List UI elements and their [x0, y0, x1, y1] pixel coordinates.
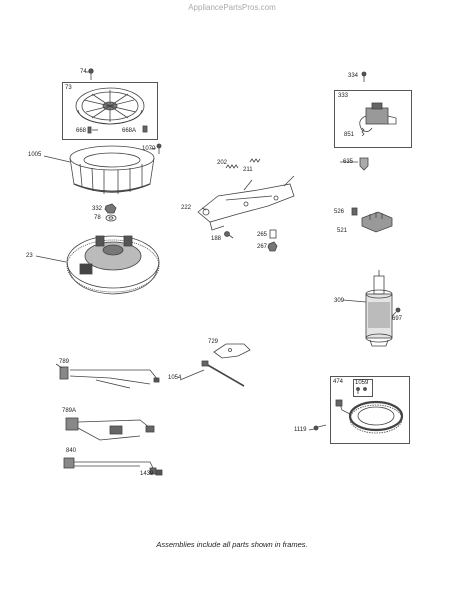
part-label-265: 265 [257, 232, 268, 238]
clip-668-icon [87, 126, 92, 134]
frame-1059 [353, 379, 373, 397]
connector-526-icon [351, 207, 358, 216]
part-label-1119: 1119 [294, 427, 307, 433]
part-label-1059: 1059 [355, 380, 369, 386]
part-label-188: 188 [211, 236, 222, 242]
fan-1005-icon [69, 145, 155, 194]
bracket-222-icon [197, 175, 295, 231]
frame-333 [334, 90, 412, 148]
part-label-521: 521 [337, 228, 348, 234]
leader-1054-icon [179, 369, 205, 381]
flywheel-23-icon [66, 235, 160, 295]
nut-267-icon [267, 241, 278, 252]
fitting-635-icon [359, 157, 369, 171]
part-label-332: 332 [92, 206, 103, 212]
screw-334-icon [361, 71, 367, 82]
frame-474 [330, 376, 410, 444]
part-label-789: 789 [59, 359, 70, 365]
part-label-1070: 1070 [142, 146, 156, 152]
wire-840-icon [63, 457, 157, 475]
screw-1070-icon [156, 143, 162, 154]
part-label-309: 309 [334, 298, 345, 304]
leader-1070-icon [150, 147, 157, 150]
part-label-202: 202 [217, 160, 228, 166]
screw-188-icon [224, 231, 234, 239]
part-label-851: 851 [344, 132, 355, 138]
leader-1005-icon [43, 155, 71, 163]
part-label-668: 668 [76, 128, 87, 134]
part-label-333: 333 [338, 93, 349, 99]
part-label-697: 697 [392, 316, 403, 322]
part-label-635: 635 [343, 159, 354, 165]
washer-78-icon [105, 214, 117, 222]
switch-333-icon [359, 102, 397, 132]
part-label-729: 729 [208, 339, 219, 345]
cable-tie-1054-icon [201, 360, 245, 387]
leader-1119-icon [308, 428, 315, 431]
plate-729-icon [213, 343, 251, 359]
nut-332-icon [104, 203, 117, 214]
part-label-840: 840 [66, 448, 77, 454]
clip-668A-icon [142, 125, 148, 133]
part-label-1054: 1054 [168, 375, 182, 381]
part-label-78: 78 [94, 215, 101, 221]
watermark: AppliancePartsPros.com [188, 3, 276, 12]
stator-474-icon [335, 399, 404, 434]
part-label-334: 334 [348, 73, 359, 79]
screw-1119-icon [313, 424, 327, 431]
part-label-789A: 789A [62, 408, 77, 414]
part-label-1005: 1005 [28, 152, 42, 158]
part-label-211: 211 [243, 167, 253, 173]
screw-1059-icon [356, 387, 367, 394]
part-label-526: 526 [334, 209, 345, 215]
part-label-474: 474 [333, 379, 344, 385]
screw-697-icon [391, 307, 401, 317]
leader-23-icon [35, 255, 67, 263]
part-label-222: 222 [181, 205, 192, 211]
leader-309-icon [342, 299, 367, 303]
part-label-74: 74 [80, 69, 87, 75]
frame-73 [62, 82, 158, 140]
part-label-668A: 668A [122, 128, 137, 134]
spring-851-icon [361, 127, 365, 137]
part-label-23: 23 [26, 253, 33, 259]
footer-note: Assemblies include all parts shown in fr… [156, 540, 308, 549]
harness-789A-icon [65, 417, 155, 441]
regulator-521-icon [361, 211, 393, 233]
screw-74-icon [88, 68, 94, 80]
clip-1439-icon [155, 469, 163, 476]
fan-screen-icon [75, 87, 145, 125]
bushing-265-icon [269, 229, 277, 239]
harness-789-icon [59, 366, 160, 389]
part-label-73: 73 [65, 85, 72, 91]
spring-202-icon [225, 164, 239, 169]
part-label-1439: 1439 [140, 471, 154, 477]
leader-789-icon [55, 363, 63, 369]
starter-309-icon [365, 270, 393, 347]
spring-211-icon [249, 158, 261, 163]
part-label-267: 267 [257, 244, 268, 250]
leader-222-icon [201, 207, 207, 211]
